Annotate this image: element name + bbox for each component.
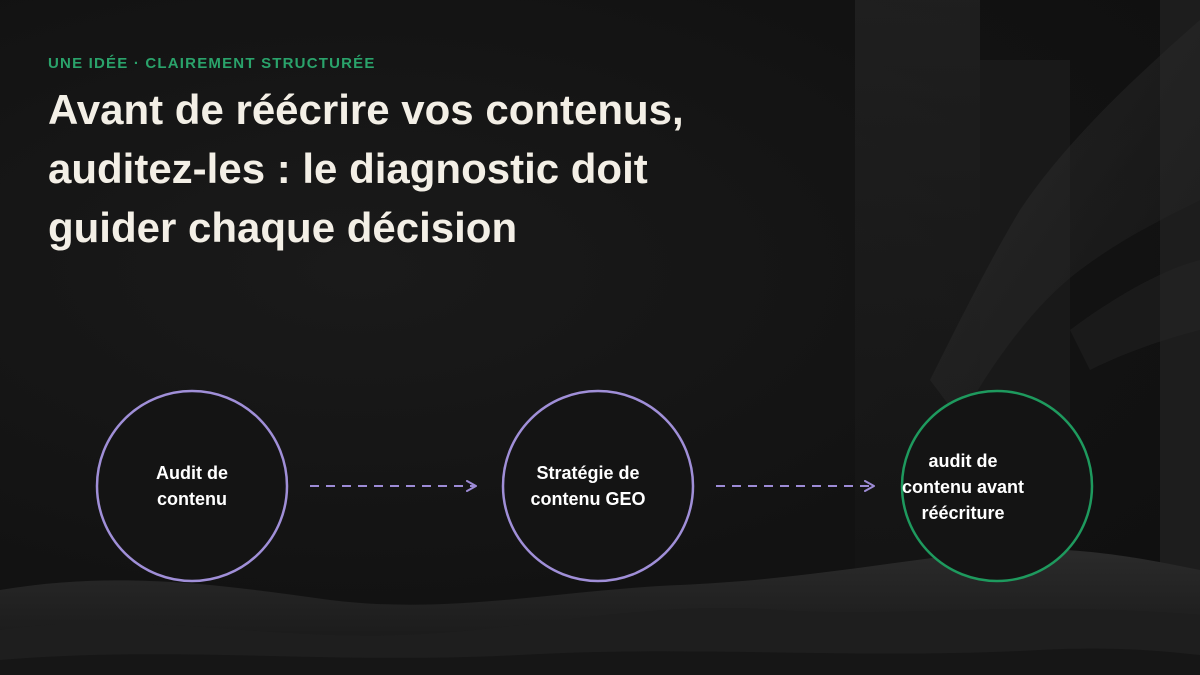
bg-wave: [0, 648, 1200, 675]
node-circle-audit-avant-reecriture: [900, 389, 1094, 583]
node-circle-strategie: [501, 389, 695, 583]
eyebrow-label: UNE IDÉE · CLAIREMENT STRUCTURÉE: [48, 55, 376, 72]
node-circle-audit: [95, 389, 289, 583]
node-label-strategie: Stratégie de contenu GEO: [530, 463, 646, 509]
node-label-audit-avant-reecriture: audit de contenu avant réécriture: [901, 451, 1025, 523]
bg-swirl: [930, 20, 1200, 420]
slide-title: Avant de réécrire vos contenus, auditez-…: [48, 86, 684, 251]
bg-swirl: [1070, 260, 1200, 370]
node-label-audit: Audit de contenu: [156, 463, 228, 509]
